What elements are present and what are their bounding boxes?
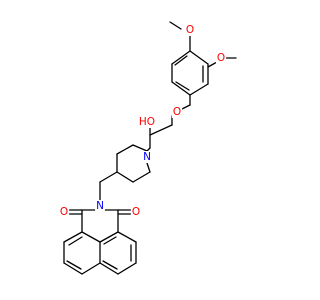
atom-label-backing [95,200,105,212]
ring-a-bond-3 [171,81,191,96]
atom-n-imide: N [96,200,104,212]
atom-label-backing [130,206,142,218]
pip-bond-c2-c3 [116,144,134,155]
naph-left-bond-6 [63,231,83,243]
ring-a-bond-4 [189,83,209,96]
naph-left-bond-1 [81,231,101,243]
atom-label-backing [215,52,227,64]
ring-a-double-inner-1 [174,55,188,66]
ring-a-bond-1 [171,50,191,65]
atom-o-carbonyl-1: O [60,206,68,218]
pip-bond-c6-n [146,162,151,173]
naph-right-bond-1 [99,231,119,243]
bond-ch2-o-ether [181,104,191,110]
naph-left-double-6 [68,236,83,246]
ring-a-bond-6 [189,50,209,65]
naph-right-double-1 [103,236,117,245]
molecule-structure-diagram: O O O HO N N O O [58,21,237,275]
naph-right-bond-2 [117,231,137,243]
naph-left-bond-4 [63,262,83,275]
pip-bond-c4-c5 [116,171,134,183]
atom-o-ether: O [173,106,181,118]
bond-layer [63,21,237,275]
naph-right-bond-5 [99,262,119,275]
atom-label-backing [58,206,70,218]
atom-label-backing [171,106,183,118]
atom-o-carbonyl-2: O [132,206,140,218]
bond-pip-ch2 [99,171,118,183]
atom-o-methoxy-2: O [217,52,225,64]
atom-hydroxyl: HO [139,116,155,128]
naph-left-double-4 [66,260,82,270]
atom-label-layer: O O O HO N N O O [58,24,227,218]
pip-bond-n-c2 [132,144,148,152]
atom-label-backing [142,151,152,163]
naph-right-double-5 [102,260,118,270]
atom-label-backing [137,116,157,128]
atom-o-methoxy-1: O [186,24,194,36]
naph-left-bond-3 [81,262,101,275]
bond-methyl1-o [169,21,182,30]
bond-ch2-npip [146,147,151,152]
atom-label-backing [184,24,196,36]
atom-n-piperidine: N [143,151,151,163]
bond-o-ring-c2 [207,61,218,68]
bond-ch2-choh [149,124,173,136]
ring-a-double-inner-3 [175,81,190,91]
pip-bond-c5-c6 [132,171,151,183]
naph-right-bond-4 [117,262,137,275]
